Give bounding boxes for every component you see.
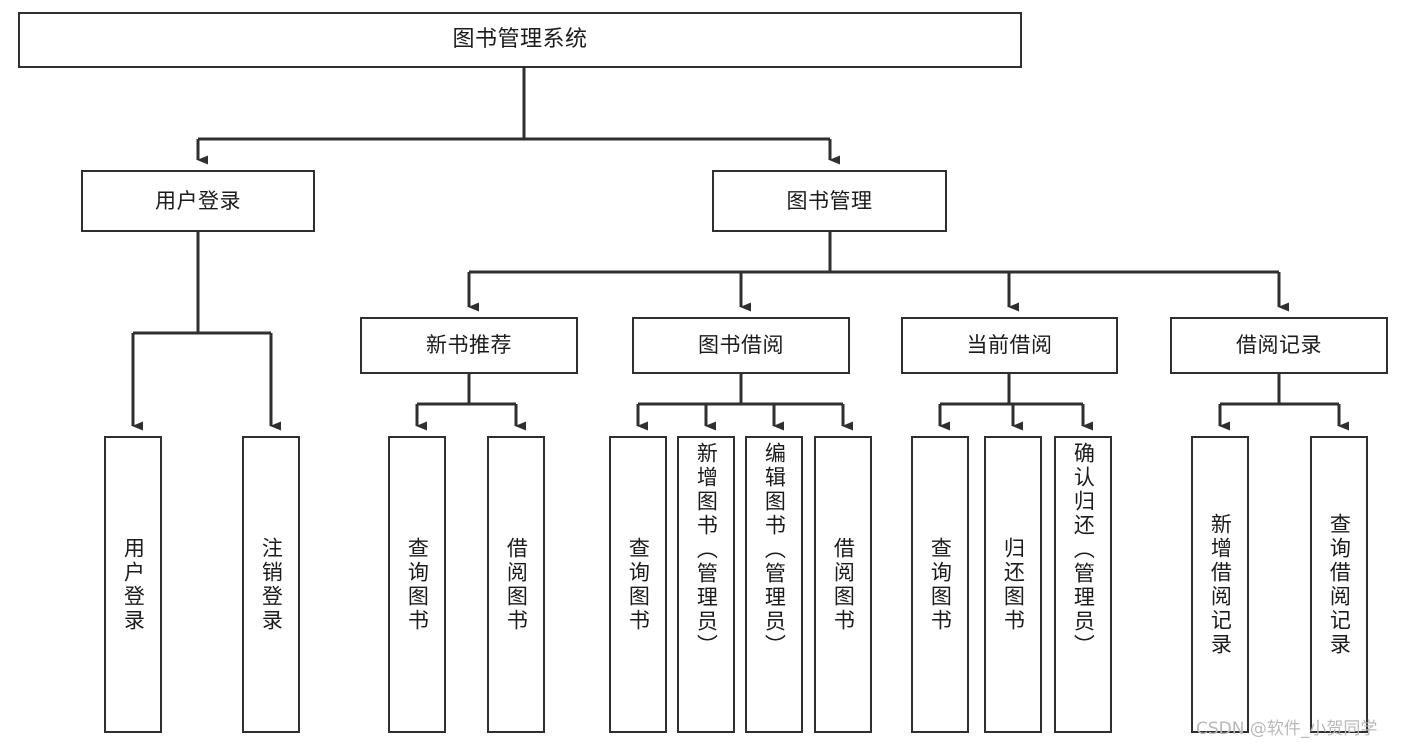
node-label: 借阅图书	[831, 536, 856, 633]
node-label: 确认归还（管理员）	[1071, 442, 1096, 658]
leaf-user-login[interactable]: 用户登录	[104, 436, 162, 733]
node-label: 查询图书	[405, 536, 430, 633]
leaf-query-book-2[interactable]: 查询图书	[609, 436, 667, 733]
node-book-borrowing[interactable]: 图书借阅	[632, 317, 850, 374]
node-label: 图书管理系统	[452, 27, 588, 53]
node-book-management[interactable]: 图书管理	[712, 170, 947, 232]
node-label: 新书推荐	[426, 333, 512, 358]
node-label: 图书管理	[786, 188, 873, 213]
node-label: 归还图书	[1001, 536, 1026, 633]
leaf-query-book-1[interactable]: 查询图书	[388, 436, 446, 733]
node-label: 查询图书	[626, 536, 651, 633]
node-label: 借阅记录	[1236, 333, 1322, 358]
leaf-query-book-3[interactable]: 查询图书	[911, 436, 969, 733]
leaf-add-book-admin[interactable]: 新增图书（管理员）	[677, 436, 735, 733]
leaf-logout[interactable]: 注销登录	[242, 436, 300, 733]
node-label: 借阅图书	[504, 536, 529, 633]
leaf-return-book[interactable]: 归还图书	[984, 436, 1042, 733]
node-user-login[interactable]: 用户登录	[81, 170, 315, 232]
node-new-book-recommendation[interactable]: 新书推荐	[360, 317, 578, 374]
node-label: 查询图书	[928, 536, 953, 633]
node-borrowing-records[interactable]: 借阅记录	[1170, 317, 1388, 374]
node-label: 图书借阅	[698, 333, 784, 358]
leaf-edit-book-admin[interactable]: 编辑图书（管理员）	[745, 436, 803, 733]
leaf-confirm-return-admin[interactable]: 确认归还（管理员）	[1054, 436, 1112, 733]
node-label: 查询借阅记录	[1327, 512, 1352, 657]
leaf-borrow-book-1[interactable]: 借阅图书	[487, 436, 545, 733]
leaf-query-borrow-record[interactable]: 查询借阅记录	[1310, 436, 1368, 733]
node-label: 新增图书（管理员）	[694, 442, 719, 658]
node-label: 用户登录	[121, 536, 146, 633]
leaf-add-borrow-record[interactable]: 新增借阅记录	[1191, 436, 1249, 733]
node-label: 注销登录	[259, 536, 284, 633]
leaf-borrow-book-2[interactable]: 借阅图书	[814, 436, 872, 733]
node-label: 新增借阅记录	[1208, 512, 1233, 657]
node-current-borrowing[interactable]: 当前借阅	[901, 317, 1118, 374]
node-label: 用户登录	[155, 188, 241, 213]
node-label: 编辑图书（管理员）	[762, 442, 787, 658]
node-label: 当前借阅	[966, 333, 1053, 358]
node-book-management-system[interactable]: 图书管理系统	[18, 12, 1022, 68]
